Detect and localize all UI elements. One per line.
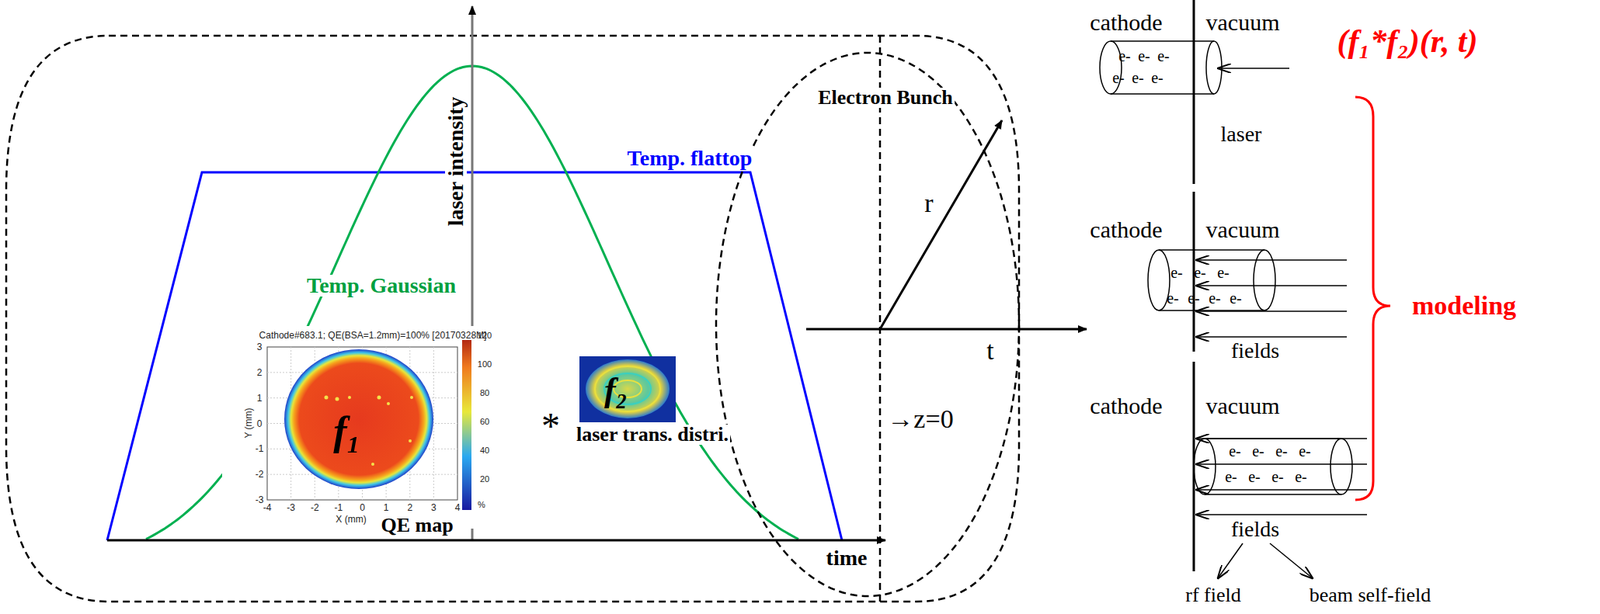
- tick-label: -1: [333, 503, 345, 513]
- position-label: →z=0: [885, 406, 955, 433]
- colorbar-tick: 80: [478, 389, 491, 398]
- electron-label: e-: [1227, 443, 1243, 460]
- electron-label: e-: [1149, 69, 1166, 86]
- electron-label: e-: [1110, 69, 1127, 86]
- electron-label: e-: [1186, 290, 1202, 307]
- beam-label: laser: [1219, 123, 1264, 146]
- colorbar-tick: 20: [478, 475, 491, 484]
- tick-label: -1: [253, 444, 266, 454]
- axis-label: laser intensity: [445, 95, 467, 229]
- tick-label: -4: [261, 503, 274, 513]
- tick-label: -2: [309, 503, 321, 513]
- electron-label: e-: [1223, 469, 1239, 485]
- node-title: Electron Bunch: [816, 87, 955, 108]
- colorbar-tick: 120: [476, 331, 494, 341]
- tick-label: 0: [358, 503, 367, 513]
- ellipse-outline: [714, 51, 1021, 599]
- electron-label: e-: [1165, 290, 1181, 307]
- ellipse-region: Electron Bunch: [714, 51, 1021, 599]
- electron-label: e-: [1273, 443, 1290, 460]
- region-label: cathode: [1088, 394, 1164, 418]
- formula-label: (f₁*f₂)(r, t): [1335, 24, 1480, 58]
- region-label: vacuum: [1204, 10, 1282, 35]
- colorbar-tick: 60: [478, 417, 491, 427]
- tick-label: 1: [255, 393, 265, 404]
- electron-label: e-: [1215, 264, 1232, 281]
- operator-symbol: *: [539, 407, 562, 446]
- electron-label: e-: [1293, 469, 1309, 485]
- tick-label: 4: [453, 503, 463, 513]
- tick-label: 3: [429, 503, 439, 513]
- field-label: fields: [1229, 340, 1281, 362]
- electron-label: e-: [1250, 443, 1267, 460]
- tick-label: 2: [255, 368, 265, 378]
- image-label: laser trans. distri.: [574, 424, 731, 446]
- electron-label: e-: [1206, 290, 1223, 307]
- axis-label: time: [824, 547, 870, 570]
- tick-label: -3: [285, 503, 297, 513]
- region-label: cathode: [1088, 218, 1164, 242]
- electron-label: e-: [1269, 469, 1286, 485]
- function-symbol: f₁: [331, 411, 362, 453]
- electron-label: e-: [1116, 48, 1133, 64]
- region-label: vacuum: [1204, 218, 1282, 242]
- electron-label: e-: [1227, 290, 1244, 307]
- electron-label: e-: [1297, 443, 1313, 460]
- tick-label: -2: [253, 469, 266, 480]
- electron-label: e-: [1136, 48, 1152, 64]
- colorbar-tick: 40: [478, 446, 491, 456]
- field-label: fields: [1229, 518, 1281, 541]
- electron-label: e-: [1246, 469, 1263, 485]
- axis-label: t: [984, 337, 995, 365]
- colorbar-tick: 100: [476, 360, 494, 369]
- curve-label: Temp. flattop: [626, 147, 755, 170]
- field-label: rf field: [1183, 585, 1242, 606]
- field-label: beam self-field: [1307, 585, 1434, 606]
- plot-title: Cathode#683.1; QE(BSA=1.2mm)=100% [20170…: [257, 330, 489, 341]
- tick-label: 1: [382, 503, 391, 513]
- electron-label: e-: [1130, 69, 1146, 86]
- tick-label: 0: [255, 419, 265, 429]
- tick-label: 3: [255, 342, 265, 352]
- region-label: cathode: [1088, 10, 1164, 35]
- function-symbol: f₂: [602, 373, 630, 408]
- curve-label: Temp. Gaussian: [305, 274, 458, 297]
- axis-label: r: [922, 190, 935, 217]
- electron-label: e-: [1155, 48, 1172, 64]
- image-label: QE map: [379, 515, 455, 536]
- bracket-label: modeling: [1410, 292, 1518, 320]
- axis-label: X (mm): [333, 514, 368, 525]
- region-label: vacuum: [1204, 394, 1282, 418]
- electron-label: e-: [1192, 264, 1208, 281]
- axis-label: Y (mm): [243, 406, 254, 440]
- tick-label: 2: [405, 503, 414, 513]
- colorbar-unit: %: [476, 500, 487, 510]
- electron-label: e-: [1168, 264, 1185, 281]
